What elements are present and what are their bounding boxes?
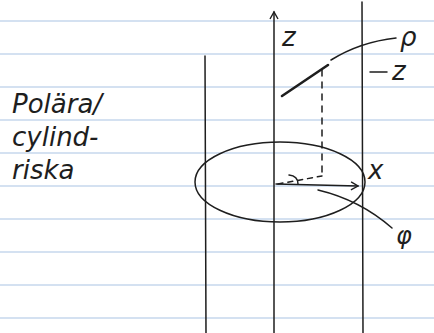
projection-dashed xyxy=(278,176,322,184)
cylinder-wall xyxy=(205,56,206,333)
angle-arc xyxy=(289,175,298,184)
heading-note: Polära/ cylind- riska xyxy=(12,88,102,187)
base-ellipse xyxy=(195,142,365,222)
angle-label: φ xyxy=(396,221,412,251)
axis-label: z xyxy=(392,56,406,86)
cylinder-wall xyxy=(362,2,363,333)
axis-label: ρ xyxy=(400,22,417,52)
x-axis xyxy=(276,184,358,186)
leader-line xyxy=(331,38,396,60)
rho-segment xyxy=(282,65,328,96)
axis-label: z xyxy=(282,22,296,52)
height-dashed xyxy=(321,70,323,176)
leader-line xyxy=(370,71,387,73)
leader-line xyxy=(318,190,392,228)
paper-rulings xyxy=(0,21,434,318)
axis-label: x xyxy=(368,155,383,185)
z-axis xyxy=(273,12,275,333)
cylinder-sketch xyxy=(195,2,396,333)
